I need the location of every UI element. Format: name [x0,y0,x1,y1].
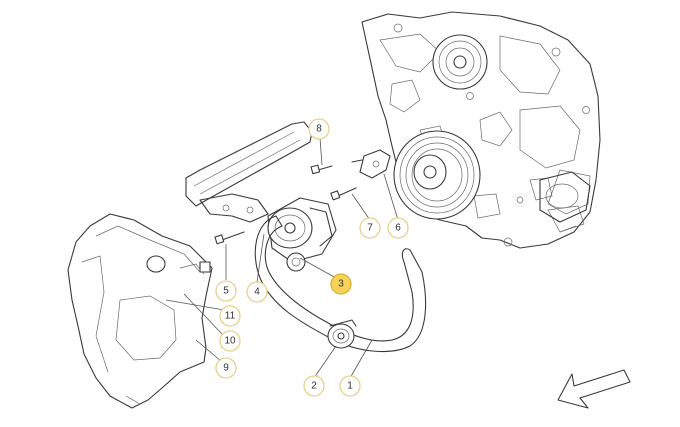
svg-text:8: 8 [316,124,322,135]
svg-text:10: 10 [224,336,236,347]
callout-8[interactable]: 8 [308,118,330,140]
engine-block [361,11,601,249]
callout-4[interactable]: 4 [246,281,268,303]
callout-1[interactable]: 1 [339,375,361,397]
callout-2[interactable]: 2 [303,375,325,397]
mounting-bracket [199,193,269,223]
callout-11[interactable]: 11 [219,305,241,327]
svg-text:3: 3 [338,279,344,290]
svg-text:11: 11 [225,311,236,322]
serpentine-belt [254,215,427,353]
callout-7[interactable]: 7 [359,217,381,239]
belt-cover [67,213,213,409]
callout-3[interactable]: 3 [330,273,352,295]
arrow-down-left-icon [557,369,631,409]
callout-6[interactable]: 6 [387,217,409,239]
callout-5[interactable]: 5 [215,280,237,302]
belt-tensioner [267,197,337,272]
svg-text:4: 4 [254,287,260,298]
svg-text:6: 6 [395,223,401,234]
idler-pulley [327,319,357,349]
svg-text:2: 2 [311,381,317,392]
svg-text:9: 9 [223,363,229,374]
leader-lines [165,137,399,379]
svg-text:7: 7 [367,223,373,234]
callout-9[interactable]: 9 [215,357,237,379]
svg-text:1: 1 [347,381,353,392]
svg-text:5: 5 [223,286,229,297]
callout-10[interactable]: 10 [219,330,241,352]
upper-drive-belt [185,121,313,207]
